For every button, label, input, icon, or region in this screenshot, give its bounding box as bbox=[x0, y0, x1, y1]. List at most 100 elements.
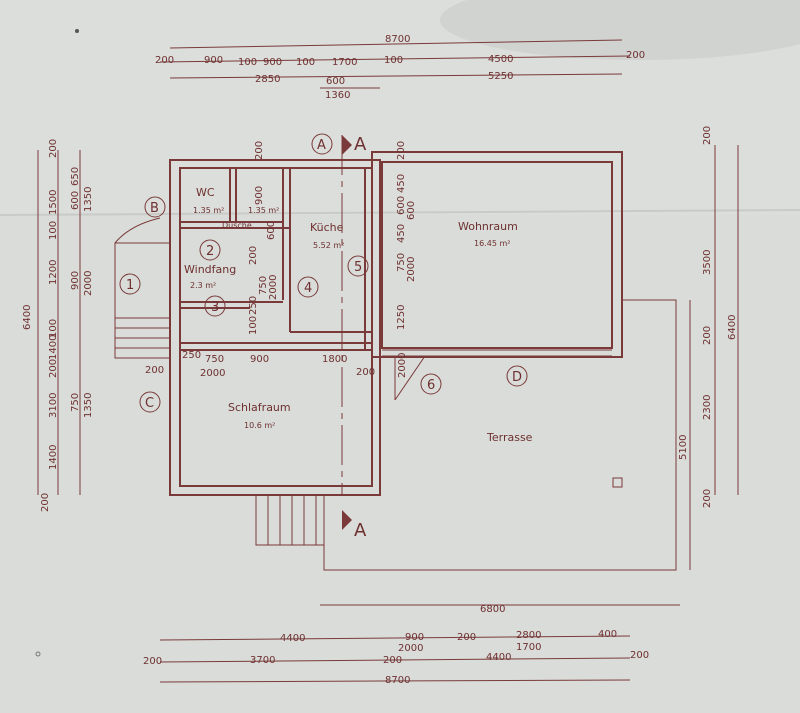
dim-inner-st-0: 250 bbox=[182, 350, 201, 361]
dim-right-terrace: 5100 bbox=[678, 435, 689, 460]
dim-right-total: 6400 bbox=[727, 315, 738, 340]
dim-inner-misc-0: 200 bbox=[145, 365, 164, 376]
dimensions-left: 6400 200 1500 100 1200 100 1400 200 3100… bbox=[22, 139, 94, 512]
room-label-wc: WC bbox=[196, 186, 215, 199]
number-marker-4: 4 bbox=[304, 281, 312, 296]
dim-top-r3-0: 1360 bbox=[325, 90, 350, 101]
dim-right-o-3: 2300 bbox=[702, 395, 713, 420]
dim-left-i-1: 600 bbox=[70, 191, 81, 210]
dim-inner-dusche: 600 bbox=[266, 221, 277, 240]
dim-bottom-r2-2: 200 bbox=[383, 655, 402, 666]
dim-left-o-7: 3100 bbox=[48, 393, 59, 418]
section-label-top: A bbox=[354, 134, 367, 155]
dim-top-r2-1: 600 bbox=[326, 76, 345, 87]
dimensions-bottom: 6800 4400 900 2000 200 2800 1700 400 200… bbox=[143, 604, 680, 686]
dim-inner-kueche-top: 200 bbox=[254, 141, 265, 160]
dim-bottom-r2-0: 200 bbox=[143, 656, 162, 667]
dim-inner-wohn-3: 450 bbox=[396, 224, 407, 243]
dim-inner-st-3: 1800 bbox=[322, 354, 347, 365]
dim-left-i-6: 1350 bbox=[83, 393, 94, 418]
axis-marker-a: A bbox=[317, 138, 326, 153]
axis-marker-d: D bbox=[512, 370, 522, 385]
dim-left-o-4: 100 bbox=[48, 319, 59, 338]
dim-inner-st-2: 900 bbox=[250, 354, 269, 365]
dim-left-i-0: 650 bbox=[70, 167, 81, 186]
dim-inner-wohn-0: 200 bbox=[396, 141, 407, 160]
dim-inner-wf-3: 2000 bbox=[268, 275, 279, 300]
dim-top-r1-5: 100 bbox=[384, 55, 403, 66]
dim-top-r1-4: 900 bbox=[263, 57, 282, 68]
dim-inner-wohn-2: 600 bbox=[396, 196, 407, 215]
dim-top-r1-0: 200 bbox=[155, 55, 174, 66]
dim-right-o-4: 200 bbox=[702, 489, 713, 508]
dim-bottom-r1-4: 2800 bbox=[516, 630, 541, 641]
dim-inner-wohn-1: 450 bbox=[396, 174, 407, 193]
dim-bottom-r1-2: 2000 bbox=[398, 643, 423, 654]
dim-inner-wohn-7: 1250 bbox=[396, 305, 407, 330]
paper-shadow bbox=[440, 0, 800, 60]
dim-top-r2-0: 2850 bbox=[255, 74, 280, 85]
number-marker-1: 1 bbox=[126, 278, 134, 293]
dim-top-r2-2: 5250 bbox=[488, 71, 513, 82]
dim-right-o-0: 200 bbox=[702, 126, 713, 145]
dim-bottom-terrace: 6800 bbox=[480, 604, 505, 615]
dim-left-i-4: 2000 bbox=[83, 271, 94, 296]
dim-top-total: 8700 bbox=[385, 34, 410, 45]
dim-left-o-3: 1200 bbox=[48, 260, 59, 285]
dim-inner-schlaf-width: 2000 bbox=[200, 368, 225, 379]
stairs-west bbox=[114, 217, 171, 359]
room-area-kueche: 5.52 m² bbox=[313, 241, 344, 250]
dim-top-r1-3: 100 bbox=[296, 57, 315, 68]
dim-top-r1-2: 100 bbox=[238, 57, 257, 68]
dim-left-total: 6400 bbox=[22, 305, 33, 330]
dim-left-o-0: 200 bbox=[48, 139, 59, 158]
dim-bottom-r1-0: 4400 bbox=[280, 633, 305, 644]
number-markers: 1 2 3 4 5 6 bbox=[119, 239, 442, 395]
dim-bottom-r2-1: 3700 bbox=[250, 655, 275, 666]
dim-top-r1-1: 900 bbox=[204, 55, 223, 66]
dim-bottom-r1-1: 900 bbox=[405, 632, 424, 643]
room-area-dusche: 1.35 m² bbox=[248, 206, 279, 215]
dim-inner-wohn-5: 750 bbox=[396, 253, 407, 272]
dim-right-o-2: 200 bbox=[702, 326, 713, 345]
number-marker-5: 5 bbox=[354, 260, 362, 275]
room-area-schlafraum: 10.6 m² bbox=[244, 421, 275, 430]
dim-top-r1-8: 4500 bbox=[488, 54, 513, 65]
dim-left-o-1: 1500 bbox=[48, 190, 59, 215]
pin-hole-bottom bbox=[35, 651, 41, 657]
dim-bottom-r1-5: 1700 bbox=[516, 642, 541, 653]
dim-left-i-3: 900 bbox=[70, 271, 81, 290]
dim-inner-misc-2: 2000 bbox=[397, 353, 408, 378]
room-label-terrasse: Terrasse bbox=[486, 431, 533, 444]
dim-inner-wf-4: 100 bbox=[248, 316, 259, 335]
dim-top-r1-9: 200 bbox=[626, 50, 645, 61]
section-label-bottom: A bbox=[354, 520, 367, 541]
room-label-dusche: Dusche bbox=[222, 221, 252, 230]
room-label-schlafraum: Schlafraum bbox=[228, 401, 291, 414]
dimensions-top: 8700 200 900 100 100 900 100 1700 4500 2… bbox=[155, 34, 645, 101]
dim-left-i-5: 750 bbox=[70, 393, 81, 412]
axis-markers: A A A B C D bbox=[139, 133, 528, 541]
dim-left-o-6: 200 bbox=[48, 359, 59, 378]
number-marker-6: 6 bbox=[427, 378, 435, 393]
dim-top-r1-6: 1700 bbox=[332, 57, 357, 68]
room-area-wohnraum: 16.45 m² bbox=[474, 239, 510, 248]
dim-inner-wc: 900 bbox=[254, 186, 265, 205]
dim-left-o-2: 100 bbox=[48, 221, 59, 240]
dim-inner-wohn-6: 2000 bbox=[406, 257, 417, 282]
dimensions-right: 200 3500 200 2300 200 6400 5100 bbox=[678, 126, 739, 570]
room-label-windfang: Windfang bbox=[184, 263, 236, 276]
dim-inner-wohn-4: 600 bbox=[406, 201, 417, 220]
stairs-south bbox=[255, 494, 325, 546]
dim-bottom-r2-4: 200 bbox=[630, 650, 649, 661]
dim-bottom-total: 8700 bbox=[385, 675, 410, 686]
room-label-wohnraum: Wohnraum bbox=[458, 220, 518, 233]
dim-bottom-r2-3: 4400 bbox=[486, 652, 511, 663]
dim-left-o-5: 1400 bbox=[48, 335, 59, 360]
dim-right-o-1: 3500 bbox=[702, 250, 713, 275]
room-label-kueche: Küche bbox=[310, 221, 344, 234]
number-marker-3: 3 bbox=[211, 300, 219, 315]
axis-marker-c: C bbox=[145, 396, 154, 411]
dim-inner-st-1: 750 bbox=[205, 354, 224, 365]
